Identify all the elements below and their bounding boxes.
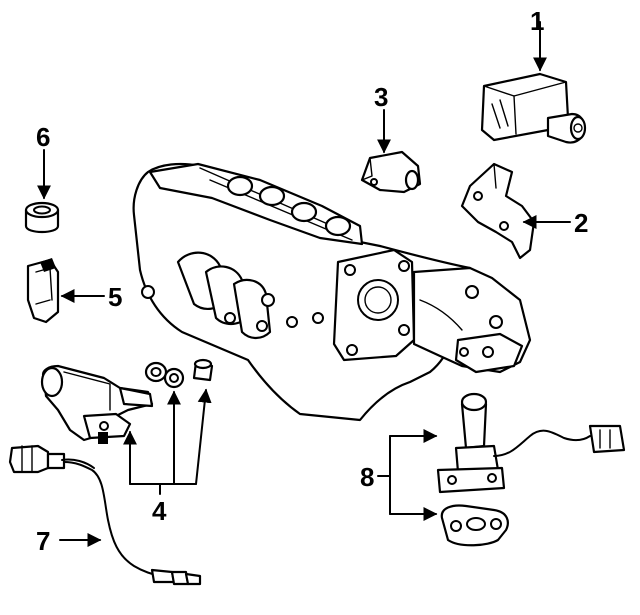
part-6-grommet [24,149,60,234]
part-2-mounting-bracket [460,162,571,260]
callout-6: 6 [36,122,50,152]
intake-manifold [132,162,532,422]
callout-8: 8 [360,462,374,492]
callout-2: 2 [574,208,588,238]
part-5-sensor [26,258,105,324]
part-7-oxygen-sensor [8,444,202,586]
part-8-position-sensor [377,392,626,547]
part-3-sensor [360,109,422,194]
part-1-map-sensor [480,21,587,144]
callout-4: 4 [152,496,167,526]
callout-5: 5 [108,282,122,312]
part-4-valve-and-seals [40,358,214,495]
callout-1: 1 [530,6,544,36]
callout-7: 7 [36,526,50,556]
callout-3: 3 [374,82,388,112]
